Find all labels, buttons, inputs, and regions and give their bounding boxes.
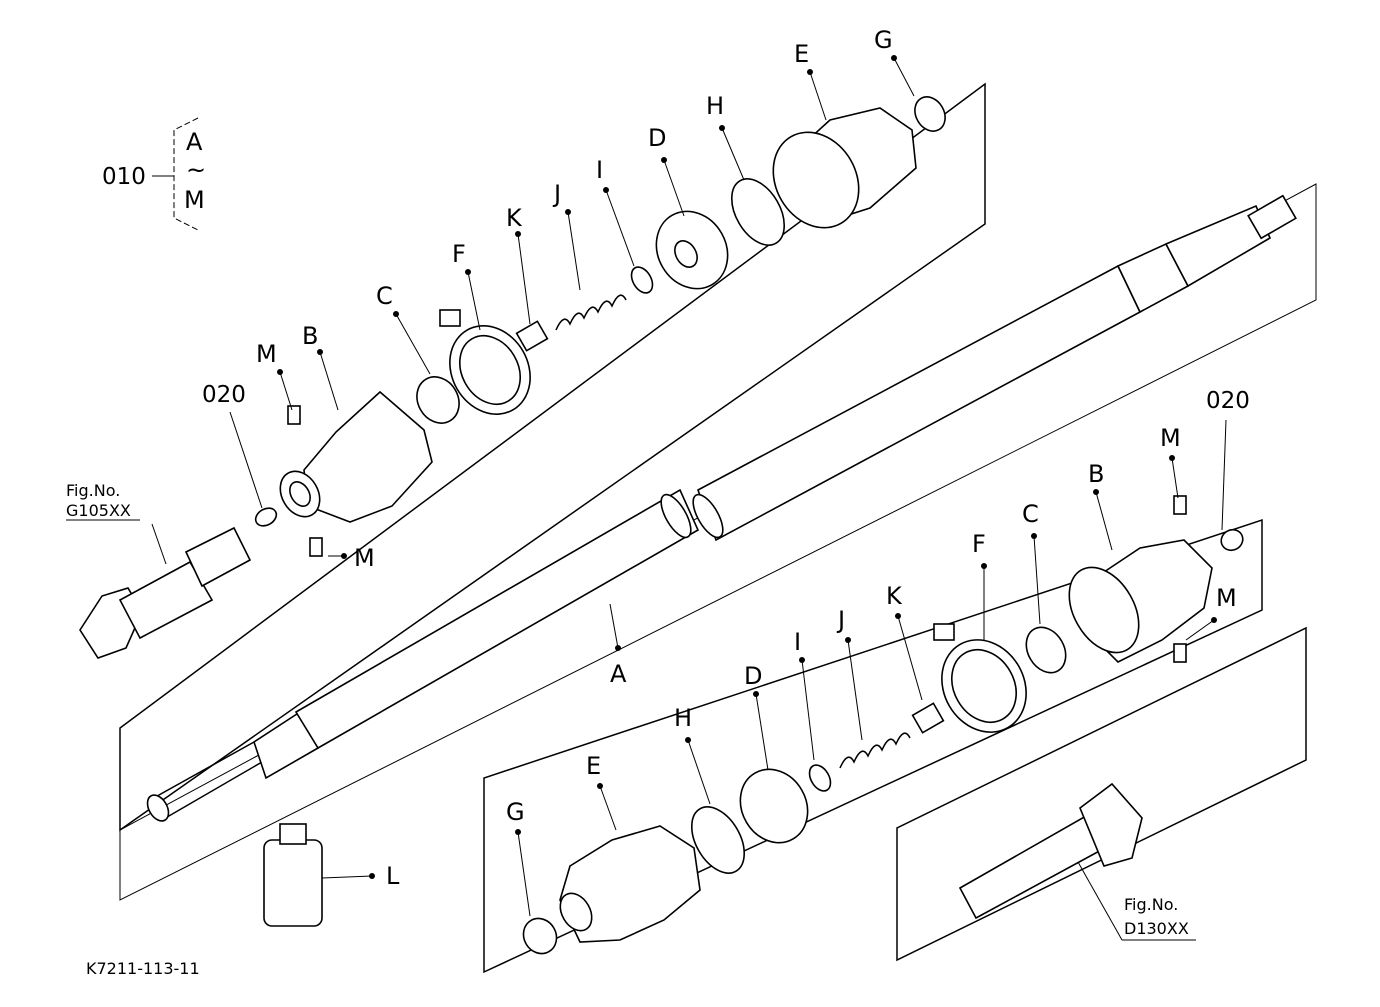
callout-dots — [277, 55, 1217, 879]
band-clamp-F-lower — [933, 623, 1027, 733]
o-ring-020-lower — [1220, 528, 1244, 552]
snap-ring-I-upper — [630, 266, 654, 294]
callout-K-lower: K — [886, 582, 903, 610]
drive-shaft — [146, 194, 1297, 822]
fig-ref-upper-line2: G105XX — [66, 501, 131, 520]
ring-C-lower — [1025, 626, 1067, 674]
pinion-shaft-upper — [79, 526, 252, 659]
fig-ref-upper-line1: Fig.No. — [66, 481, 120, 500]
fig-ref-lower-line2: D130XX — [1124, 919, 1189, 938]
callout-H-upper: H — [706, 92, 724, 120]
housing-B-upper — [279, 390, 433, 523]
bearing-D-upper — [655, 210, 729, 290]
spring-J-upper — [555, 294, 627, 331]
callout-I-lower: I — [794, 628, 801, 656]
callout-D-upper: D — [648, 124, 666, 152]
lower-assembly-frame — [483, 518, 1263, 974]
callout-M-lower: M — [1160, 424, 1181, 452]
ref-020-upper: 020 — [202, 382, 246, 408]
group-range-end: M — [184, 186, 205, 214]
callout-G-upper: G — [874, 26, 893, 54]
group-range-start: A — [186, 128, 203, 156]
fig-ref-lower-line1: Fig.No. — [1124, 895, 1178, 914]
snap-ring-I-lower — [808, 764, 832, 792]
callout-E-lower: E — [586, 752, 601, 780]
callout-B-lower: B — [1088, 460, 1104, 488]
callout-M-upper: M — [256, 340, 277, 368]
band-clamp-F-upper — [439, 309, 531, 415]
upper-assembly-frame — [119, 82, 986, 832]
callout-L: L — [386, 862, 400, 890]
spring-J-lower — [839, 732, 911, 769]
callout-A: A — [610, 660, 627, 688]
callout-F-upper: F — [452, 240, 466, 268]
grease-nipple-M-lower — [1173, 495, 1187, 663]
ref-020-lower: 020 — [1206, 388, 1250, 414]
leader-lines — [66, 57, 1227, 941]
boot-E-upper — [772, 107, 917, 229]
callout-H-lower: H — [674, 704, 692, 732]
callout-K-upper: K — [506, 204, 523, 232]
bearing-D-lower — [739, 768, 809, 844]
callout-M-upper-2: M — [354, 544, 375, 572]
group-ref: 010 — [102, 164, 146, 190]
gear-frame — [896, 626, 1307, 962]
o-ring-020-upper — [254, 507, 278, 527]
group-range-sep: ~ — [186, 156, 206, 184]
callout-B-upper: B — [302, 322, 318, 350]
callout-D-lower: D — [744, 662, 762, 690]
spacer-K-upper — [515, 320, 549, 352]
callout-J-upper: J — [552, 180, 561, 208]
callout-F-lower: F — [972, 530, 986, 558]
callout-I-upper: I — [596, 156, 603, 184]
group-bracket — [152, 117, 199, 231]
spacer-K-lower — [911, 702, 945, 734]
grease-nipple-M-upper — [287, 405, 323, 557]
callout-J-lower: J — [836, 606, 845, 634]
callout-C-lower: C — [1022, 500, 1039, 528]
circlip-H-lower — [690, 806, 746, 874]
boot-E-lower — [559, 825, 701, 943]
callout-C-upper: C — [376, 282, 393, 310]
callout-M-lower-2: M — [1216, 584, 1237, 612]
circlip-H-upper — [730, 178, 786, 246]
clamp-G-lower — [522, 917, 558, 955]
pinion-shaft-lower — [958, 782, 1143, 920]
housing-B-lower — [1068, 539, 1213, 663]
grease-bottle-L — [263, 823, 323, 927]
drawing-number: K7211-113-11 — [86, 959, 200, 978]
ring-C-upper — [416, 376, 460, 424]
callout-E-upper: E — [794, 40, 809, 68]
callout-G-lower: G — [506, 798, 525, 826]
clamp-G-upper — [914, 96, 946, 132]
